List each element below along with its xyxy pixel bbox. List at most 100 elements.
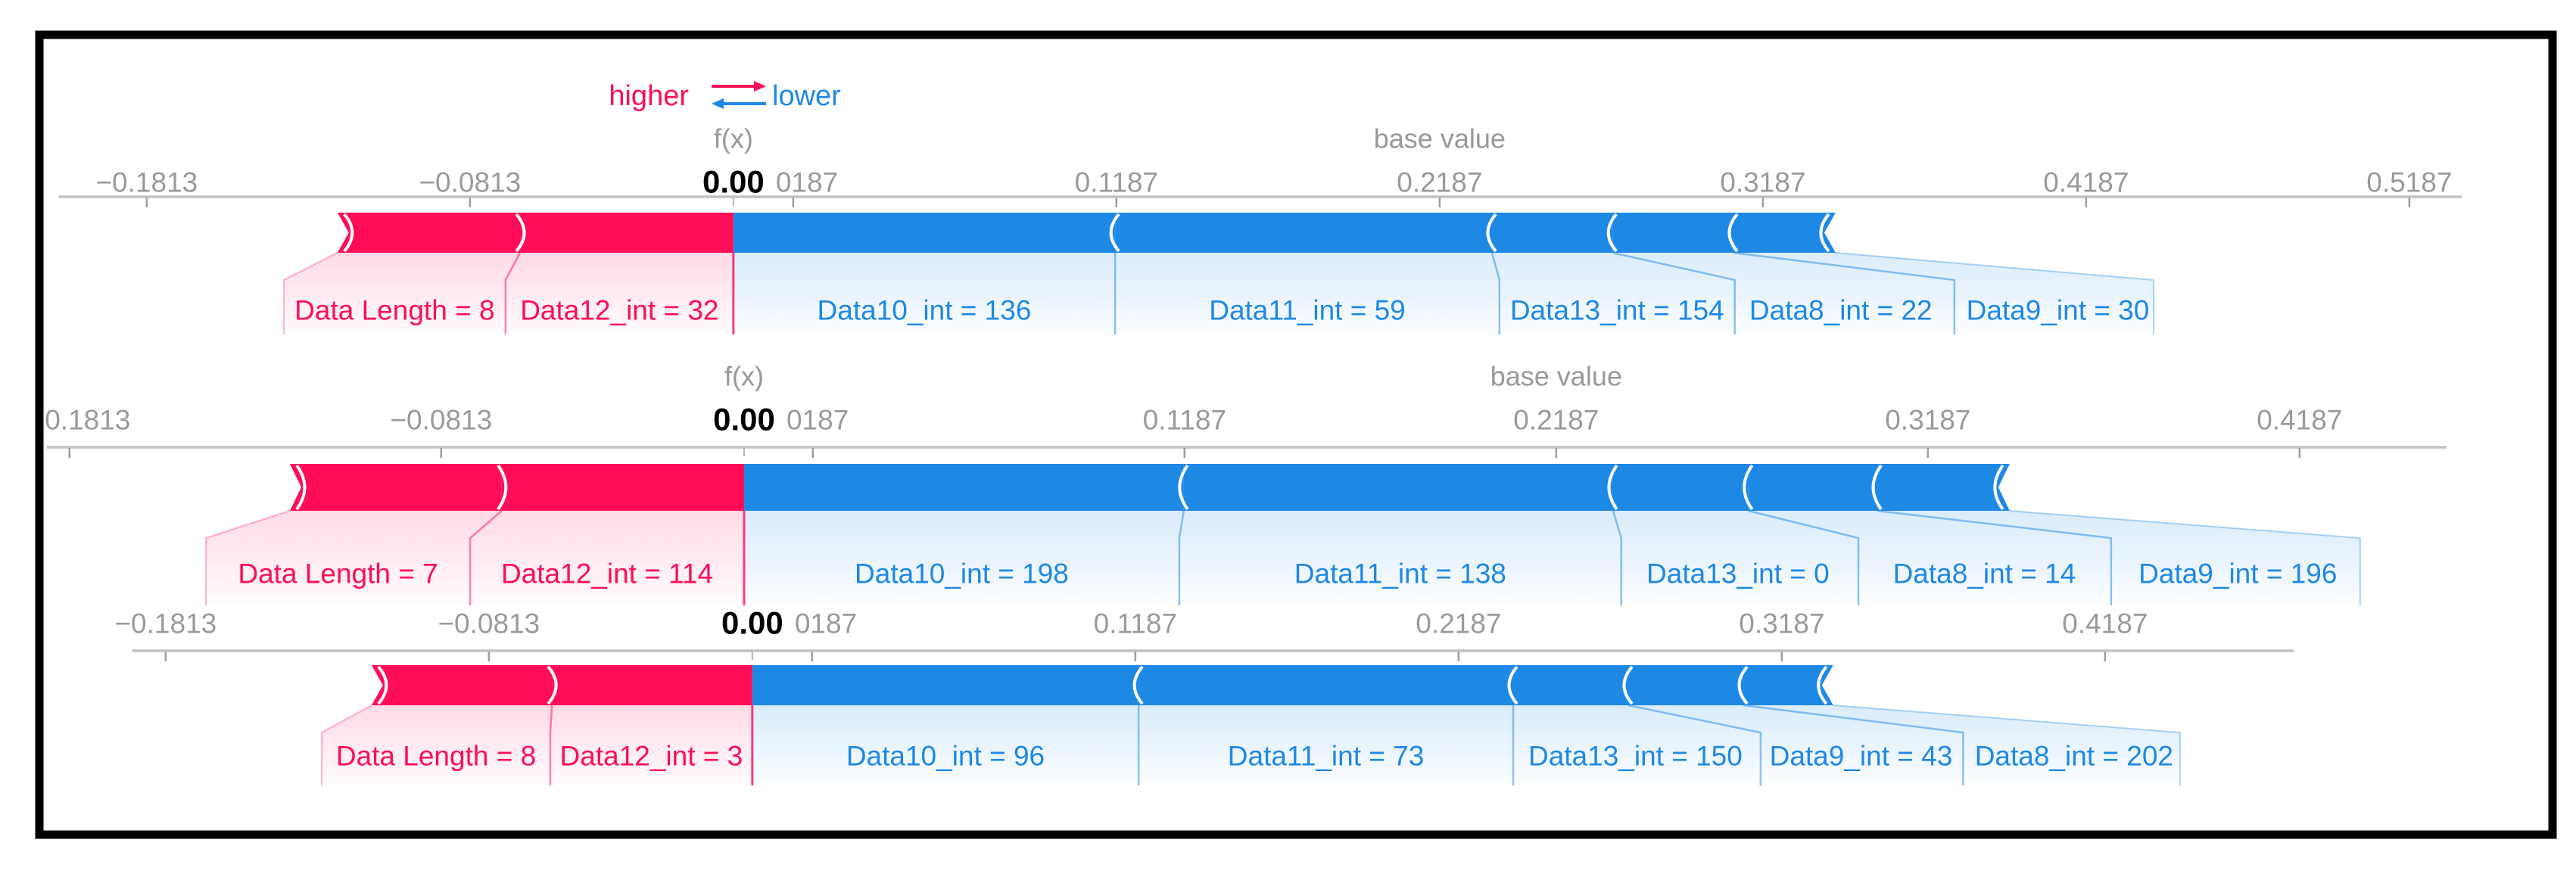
segment-data8-int[interactable] xyxy=(1612,213,1733,253)
segment-data-length[interactable] xyxy=(289,464,502,511)
segment-data13-int[interactable] xyxy=(1492,213,1613,253)
segment-data-length[interactable] xyxy=(337,213,521,253)
label-band-lower xyxy=(743,511,2360,605)
tick-label: −0.1813 xyxy=(114,608,216,639)
label-divider xyxy=(1612,510,1622,605)
base-value-label: base value xyxy=(1490,361,1622,392)
chevron-mark xyxy=(1607,464,1618,511)
fx-value: 0.00 xyxy=(713,402,775,437)
label-divider xyxy=(1733,251,1956,334)
label-band-higher xyxy=(322,705,752,785)
chevron-mark xyxy=(1486,213,1497,253)
segment-data8-int[interactable] xyxy=(1743,665,1833,705)
frame-border xyxy=(35,30,2557,839)
label-divider xyxy=(549,705,553,785)
tick-label: 0.2187 xyxy=(1397,167,1482,198)
tick-label: 0.3187 xyxy=(1720,167,1805,198)
segment-data12-int[interactable] xyxy=(552,665,752,705)
tick-label: 0.4187 xyxy=(2043,167,2129,198)
label-band-lower xyxy=(752,705,2180,785)
label-band-higher xyxy=(283,253,734,334)
band-edge-lower xyxy=(1833,705,2181,785)
tick-label: −0.0813 xyxy=(419,167,521,198)
feature-label: Data11_int = 73 xyxy=(1228,741,1425,772)
chevron-mark xyxy=(1817,665,1828,705)
segment-data-length[interactable] xyxy=(371,665,553,705)
feature-label: Data Length = 7 xyxy=(238,558,438,589)
tick-label: 0.1813 xyxy=(45,405,130,436)
segment-data12-int[interactable] xyxy=(501,464,744,511)
chevron-mark xyxy=(515,213,526,253)
feature-label: Data12_int = 3 xyxy=(560,741,743,772)
chevron-mark xyxy=(1622,665,1634,705)
tick-label: 0.3187 xyxy=(1885,405,1970,436)
chevron-mark xyxy=(1819,213,1830,253)
segment-data11-int[interactable] xyxy=(1138,665,1514,705)
feature-label: Data11_int = 59 xyxy=(1209,295,1406,326)
chevron-mark xyxy=(1507,665,1519,705)
label-divider xyxy=(504,252,522,334)
tick-label: 0.2187 xyxy=(1513,405,1599,436)
segment-data9-int[interactable] xyxy=(1877,464,2010,511)
segment-data10-int[interactable] xyxy=(743,464,1184,511)
segment-data8-int[interactable] xyxy=(1748,464,1878,511)
segment-data11-int[interactable] xyxy=(1115,213,1493,253)
tick-label: 0187 xyxy=(787,405,849,436)
feature-label: Data12_int = 32 xyxy=(520,295,718,326)
segment-data10-int[interactable] xyxy=(733,213,1116,253)
segment-data13-int[interactable] xyxy=(1513,665,1629,705)
tick-label: −0.0813 xyxy=(390,405,492,436)
chevron-mark xyxy=(295,464,307,511)
band-edge-higher xyxy=(205,510,291,605)
segment-data9-int[interactable] xyxy=(1628,665,1744,705)
tick-label: 0.1187 xyxy=(1075,167,1158,198)
feature-label: Data9_int = 30 xyxy=(1967,295,2150,326)
label-divider xyxy=(1178,510,1185,605)
feature-label: Data8_int = 14 xyxy=(1893,558,2076,589)
tick-label: −0.0813 xyxy=(438,608,540,639)
feature-label: Data Length = 8 xyxy=(336,741,536,772)
chevron-mark xyxy=(1993,464,2004,511)
legend-lower-label: lower xyxy=(772,80,841,112)
feature-label: Data11_int = 138 xyxy=(1294,558,1506,589)
tick-label: 0.5187 xyxy=(2366,167,2452,198)
chevron-mark xyxy=(343,213,354,253)
label-divider xyxy=(1490,252,1501,334)
label-divider xyxy=(1628,704,1762,785)
segment-data11-int[interactable] xyxy=(1183,464,1613,511)
feature-label: Data9_int = 196 xyxy=(2138,558,2337,589)
segment-data13-int[interactable] xyxy=(1612,464,1749,511)
band-edge-lower xyxy=(1835,252,2155,334)
tick-label: 0.4187 xyxy=(2257,405,2342,436)
feature-label: Data13_int = 154 xyxy=(1510,295,1724,326)
label-divider xyxy=(1748,509,1860,605)
feature-label: Data10_int = 136 xyxy=(818,295,1032,326)
feature-label: Data13_int = 0 xyxy=(1646,558,1830,589)
segment-data9-int[interactable] xyxy=(1733,213,1836,253)
label-band-higher xyxy=(206,511,744,605)
chevron-mark xyxy=(547,665,558,705)
tick-label: 0.1187 xyxy=(1143,405,1226,436)
legend-higher-label: higher xyxy=(609,80,689,112)
higher-arrow-icon xyxy=(712,81,766,92)
label-band-lower xyxy=(733,253,2154,334)
feature-label: Data8_int = 22 xyxy=(1749,295,1933,326)
label-divider xyxy=(1877,509,2113,605)
fx-value: 0.00 xyxy=(702,164,765,200)
band-edge-higher xyxy=(321,705,372,785)
feature-label: Data13_int = 150 xyxy=(1528,741,1743,772)
chevron-mark xyxy=(1178,464,1189,511)
band-edge-lower xyxy=(2009,510,2361,605)
chevron-mark xyxy=(1871,464,1883,511)
segment-data10-int[interactable] xyxy=(752,665,1139,705)
feature-label: Data10_int = 198 xyxy=(855,558,1069,589)
label-divider xyxy=(469,510,503,605)
fx-label: f(x) xyxy=(724,361,764,392)
label-divider xyxy=(1612,251,1736,334)
feature-label: Data8_int = 202 xyxy=(1975,741,2173,772)
segment-data12-int[interactable] xyxy=(520,213,734,253)
tick-label: 0.4187 xyxy=(2062,608,2148,639)
chevron-mark xyxy=(1132,665,1144,705)
